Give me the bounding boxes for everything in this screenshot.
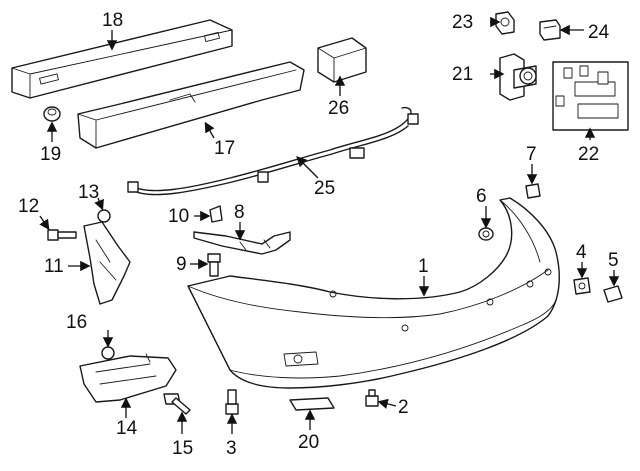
callout-20: 20 bbox=[298, 432, 319, 453]
callout-18: 18 bbox=[102, 10, 123, 31]
callout-3: 3 bbox=[226, 438, 237, 459]
part-25-wire-harness bbox=[127, 106, 419, 196]
callout-1: 1 bbox=[418, 256, 429, 277]
part-16-clip bbox=[101, 346, 115, 360]
part-19-clip bbox=[43, 106, 61, 122]
part-5-clip bbox=[603, 285, 623, 303]
leader-lines bbox=[39, 16, 620, 434]
part-21-sensor bbox=[499, 53, 537, 101]
part-4-sensor bbox=[573, 277, 591, 295]
part-8-bracket bbox=[193, 231, 291, 255]
callout-21: 21 bbox=[452, 64, 473, 85]
callout-5: 5 bbox=[608, 250, 619, 271]
part-1-bumper-cover bbox=[187, 197, 560, 389]
part-26-module bbox=[317, 37, 367, 83]
part-24-bracket bbox=[539, 19, 561, 41]
callout-4: 4 bbox=[576, 242, 587, 263]
callout-22: 22 bbox=[578, 144, 599, 165]
part-10-clip bbox=[209, 205, 223, 223]
callout-10: 10 bbox=[168, 206, 189, 227]
part-13-clip bbox=[97, 209, 111, 223]
callout-15: 15 bbox=[172, 438, 193, 459]
callout-17: 17 bbox=[214, 138, 235, 159]
callout-26: 26 bbox=[328, 98, 349, 119]
part-9-bolt bbox=[207, 253, 221, 277]
callout-labels: 18 26 23 24 21 22 19 17 25 7 6 8 10 9 1 … bbox=[18, 10, 619, 459]
callout-7: 7 bbox=[526, 144, 537, 165]
part-15-bolt bbox=[163, 393, 191, 415]
callout-8: 8 bbox=[234, 202, 245, 223]
part-11-retainer bbox=[83, 221, 131, 305]
part-2-bolt bbox=[365, 389, 379, 407]
callout-11: 11 bbox=[44, 256, 64, 277]
part-12-bolt bbox=[47, 229, 77, 241]
part-6-grommet bbox=[478, 227, 494, 241]
callout-14: 14 bbox=[116, 418, 138, 439]
callout-23: 23 bbox=[452, 12, 473, 33]
part-23-connector bbox=[495, 11, 515, 35]
callout-25: 25 bbox=[314, 178, 335, 199]
callout-9: 9 bbox=[176, 254, 187, 275]
part-17-absorber bbox=[77, 61, 305, 149]
callout-13: 13 bbox=[78, 182, 99, 203]
callout-6: 6 bbox=[476, 186, 487, 207]
part-3-bolt bbox=[225, 389, 239, 415]
part-14-retainer bbox=[79, 353, 177, 403]
part-20-reflector bbox=[289, 397, 335, 411]
callout-2: 2 bbox=[398, 397, 409, 418]
callout-16: 16 bbox=[66, 312, 87, 333]
part-18-reinforcement bbox=[11, 19, 233, 99]
callout-19: 19 bbox=[40, 144, 61, 165]
callout-24: 24 bbox=[588, 22, 610, 43]
part-7-clip bbox=[525, 183, 541, 199]
callout-12: 12 bbox=[18, 196, 39, 217]
part-22-clip-set bbox=[552, 61, 629, 131]
